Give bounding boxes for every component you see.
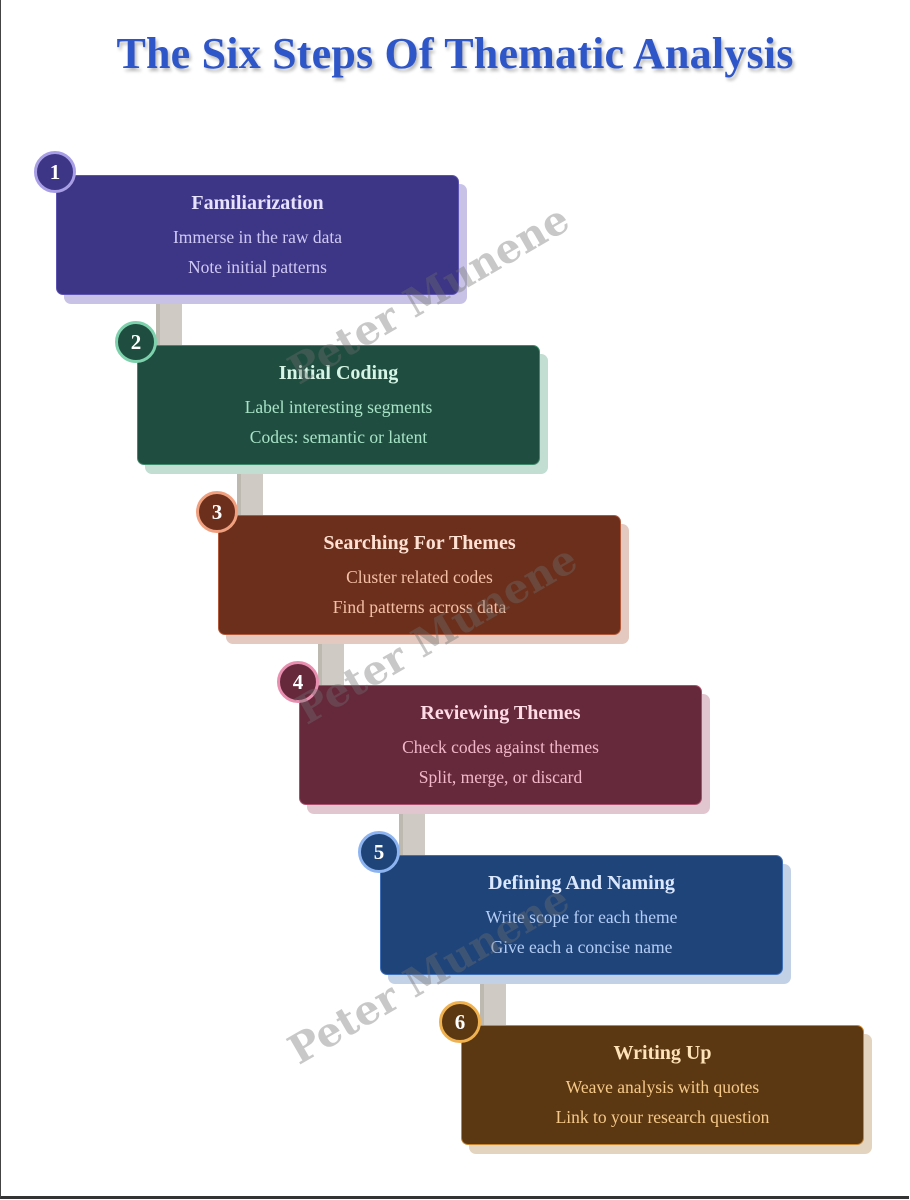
step-number-badge: 3 <box>196 491 238 533</box>
step-heading: Familiarization <box>191 192 324 214</box>
step-detail: Split, merge, or discard <box>418 767 583 787</box>
step-detail: Immerse in the raw data <box>172 227 343 247</box>
step-heading: Reviewing Themes <box>420 702 581 724</box>
step-detail: Codes: semantic or latent <box>249 427 428 447</box>
step-detail: Label interesting segments <box>244 397 433 417</box>
step-number-badge: 6 <box>439 1001 481 1043</box>
step-heading: Defining And Naming <box>488 872 675 894</box>
step-detail: Check codes against themes <box>402 737 599 757</box>
step-detail: Find patterns across data <box>332 597 507 617</box>
step-heading: Writing Up <box>613 1042 712 1064</box>
step-heading: Initial Coding <box>278 362 399 384</box>
page-title: The Six Steps Of Thematic Analysis <box>116 29 794 78</box>
step-heading: Searching For Themes <box>323 532 516 554</box>
step-number-badge: 4 <box>277 661 319 703</box>
step-detail: Weave analysis with quotes <box>565 1077 760 1097</box>
step-number-badge: 2 <box>115 321 157 363</box>
step-detail: Note initial patterns <box>188 257 327 277</box>
step-detail: Cluster related codes <box>346 567 493 587</box>
step-detail: Write scope for each theme <box>485 907 678 927</box>
step-detail: Link to your research question <box>555 1107 770 1127</box>
step-detail: Give each a concise name <box>490 937 673 957</box>
step-number-badge: 5 <box>358 831 400 873</box>
step-number-badge: 1 <box>34 151 76 193</box>
